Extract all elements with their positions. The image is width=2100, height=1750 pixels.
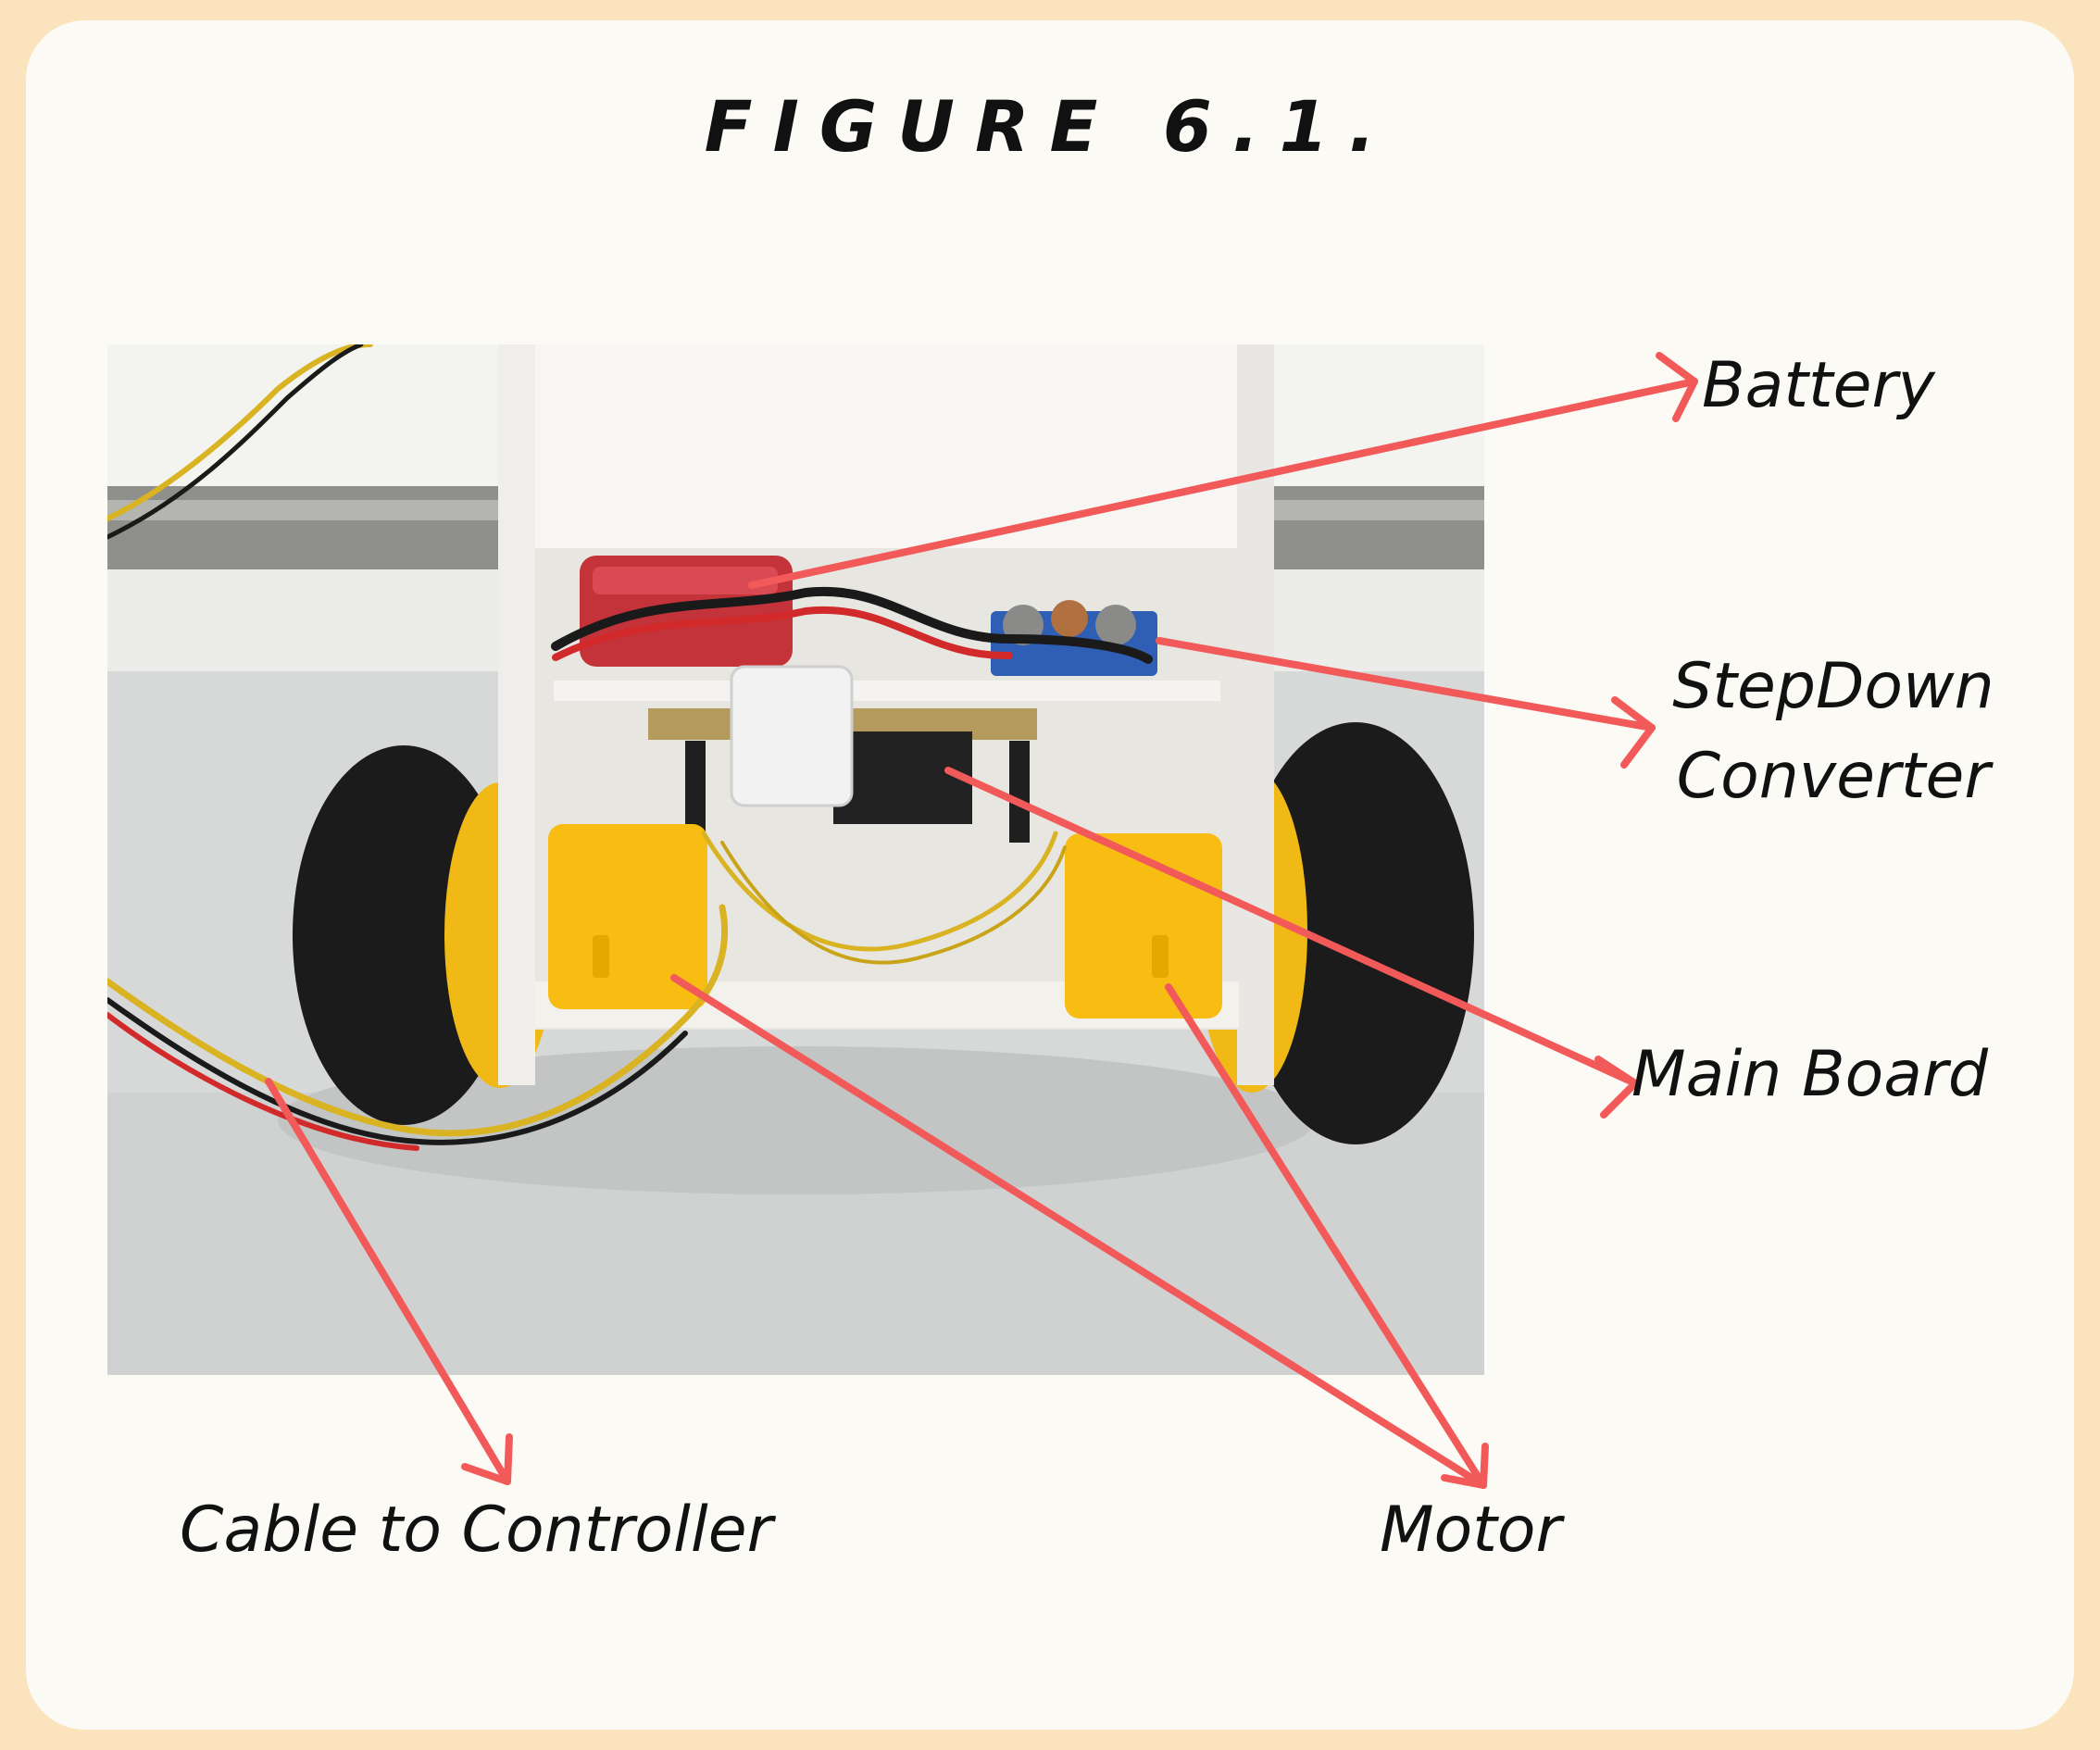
- left-motor: [548, 824, 707, 1009]
- label-battery: Battery: [1702, 349, 1935, 422]
- label-cable-to-controller: Cable to Controller: [180, 1494, 773, 1567]
- label-stepdown-converter: StepDown Converter: [1672, 650, 1994, 813]
- robot-chassis-photo: [107, 344, 1484, 1375]
- arrow-motor-right: [1165, 983, 1487, 1489]
- arrow-battery: [748, 352, 1698, 589]
- label-main-board: Main Board: [1631, 1038, 1988, 1111]
- wires: [107, 344, 1153, 1151]
- arrow-cable: [265, 1078, 513, 1485]
- arrow-main-board: [944, 767, 1639, 1119]
- figure-title: FIGURE 6.1.: [704, 85, 1396, 168]
- arrow-stepdown: [1156, 637, 1656, 769]
- callout-arrows: [265, 352, 1698, 1489]
- connector-housing: [730, 665, 854, 807]
- label-motor: Motor: [1380, 1494, 1562, 1567]
